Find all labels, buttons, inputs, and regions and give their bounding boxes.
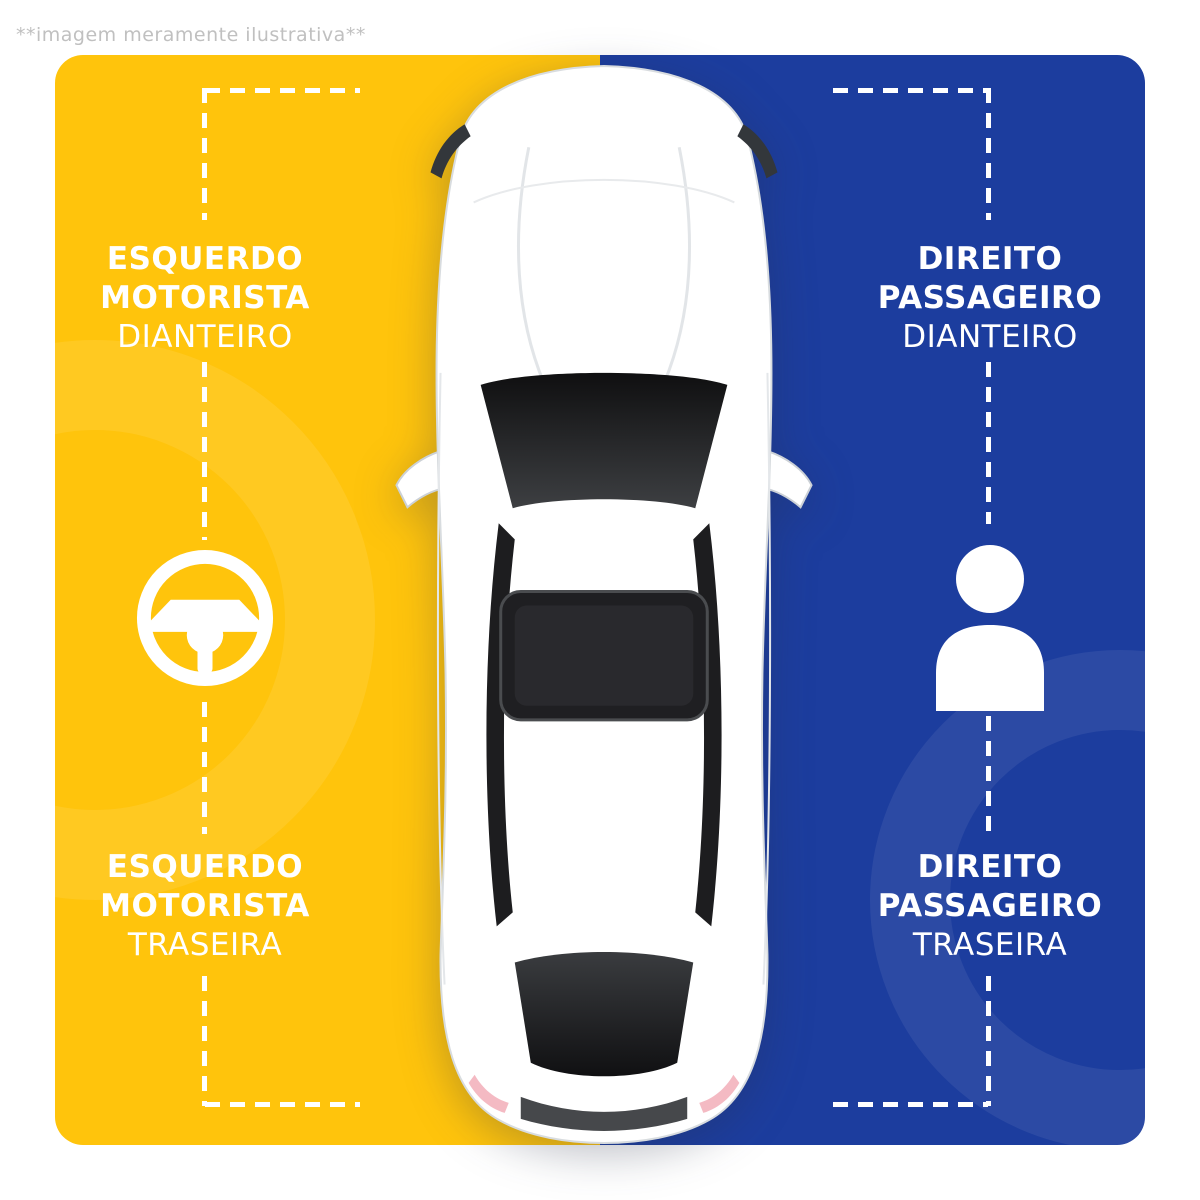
label-line: ESQUERDO <box>106 241 304 277</box>
label-line: DIANTEIRO <box>902 319 1078 355</box>
label-rear-left: ESQUERDO MOTORISTA TRASEIRA <box>55 848 355 965</box>
label-front-left: ESQUERDO MOTORISTA DIANTEIRO <box>55 240 355 357</box>
label-line: TRASEIRA <box>912 927 1068 963</box>
steering-wheel-icon <box>130 543 280 697</box>
car-top-view-illustration <box>378 52 830 1154</box>
car-rear-window <box>514 951 694 1077</box>
dash-left-bottom-horizontal <box>205 1102 360 1107</box>
dash-right-top-horizontal <box>833 88 988 93</box>
dash-left-top-horizontal <box>205 88 360 93</box>
label-line: TRASEIRA <box>127 927 283 963</box>
label-line: DIANTEIRO <box>117 319 293 355</box>
label-front-right: DIREITO PASSAGEIRO DIANTEIRO <box>840 240 1140 357</box>
dash-left-segment-2 <box>202 362 207 540</box>
label-line: DIREITO <box>917 849 1063 885</box>
passenger-icon <box>910 533 1070 715</box>
label-line: MOTORISTA <box>100 888 310 924</box>
dash-right-segment-4 <box>986 976 991 1106</box>
car-mirror-left <box>395 449 446 509</box>
dash-left-segment-3 <box>202 702 207 834</box>
label-line: PASSAGEIRO <box>877 888 1103 924</box>
dash-right-segment-2 <box>986 362 991 524</box>
dash-right-segment-3 <box>986 716 991 834</box>
car-mirror-right <box>762 449 813 509</box>
dash-left-segment-1 <box>202 88 207 220</box>
label-rear-right: DIREITO PASSAGEIRO TRASEIRA <box>840 848 1140 965</box>
label-line: MOTORISTA <box>100 280 310 316</box>
label-line: ESQUERDO <box>106 849 304 885</box>
label-line: DIREITO <box>917 241 1063 277</box>
disclaimer-text: **imagem meramente ilustrativa** <box>16 24 366 46</box>
dash-right-bottom-horizontal <box>833 1102 988 1107</box>
dash-right-segment-1 <box>986 88 991 220</box>
car-windshield <box>480 372 728 509</box>
dash-left-segment-4 <box>202 976 207 1106</box>
label-line: PASSAGEIRO <box>877 280 1103 316</box>
